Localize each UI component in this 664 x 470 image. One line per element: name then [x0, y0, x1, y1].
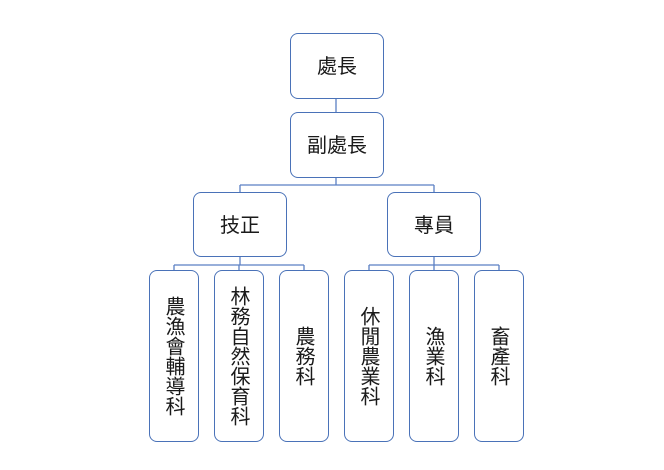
node-division-agriculture-label: 農務科: [292, 326, 316, 386]
node-division-leisure-agriculture: 休閒農業科: [344, 270, 394, 442]
node-technical-officer-label: 技正: [220, 212, 260, 237]
node-technical-officer: 技正: [193, 192, 287, 257]
node-specialist: 專員: [387, 192, 481, 257]
node-division-livestock-label: 畜產科: [487, 326, 511, 386]
node-division-agriculture: 農務科: [279, 270, 329, 442]
node-director-label: 處長: [317, 54, 357, 78]
node-division-fisheries: 漁業科: [409, 270, 459, 442]
node-division-forestry-conservation-label: 林務自然保育科: [227, 286, 251, 426]
node-division-forestry-conservation: 林務自然保育科: [214, 270, 264, 442]
node-deputy-director-label: 副處長: [307, 133, 367, 157]
node-division-fisheries-label: 漁業科: [422, 326, 446, 386]
node-director: 處長: [290, 33, 384, 99]
node-deputy-director: 副處長: [290, 112, 384, 178]
node-division-leisure-agriculture-label: 休閒農業科: [357, 306, 381, 406]
node-specialist-label: 專員: [414, 212, 454, 237]
node-division-farmer-fisher-association-label: 農漁會輔導科: [162, 296, 186, 416]
node-division-livestock: 畜產科: [474, 270, 524, 442]
node-division-farmer-fisher-association: 農漁會輔導科: [149, 270, 199, 442]
